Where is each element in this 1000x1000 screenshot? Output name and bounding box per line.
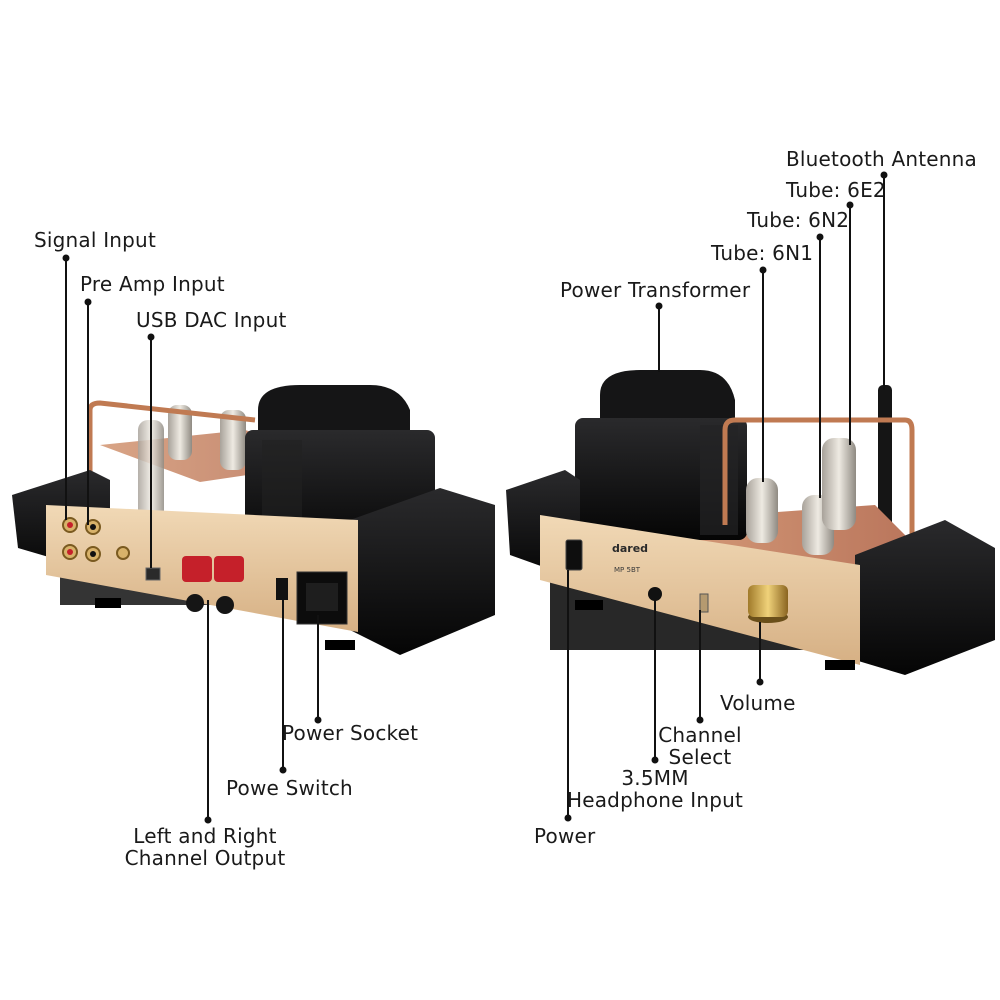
left-foot-2 xyxy=(325,640,355,650)
right-foot-2 xyxy=(825,660,855,670)
label-usb-dac-input: USB DAC Input xyxy=(136,308,287,332)
power-button-shape xyxy=(565,539,583,571)
label-volume: Volume xyxy=(720,691,796,715)
tube-6n1-shape xyxy=(746,478,778,543)
right-foot-1 xyxy=(575,600,603,610)
label-power-transformer: Power Transformer xyxy=(560,278,751,302)
left-amplifier-unit xyxy=(12,385,495,655)
label-signal-input: Signal Input xyxy=(34,228,156,252)
speaker-terminals xyxy=(182,556,244,614)
tube-6e2-shape xyxy=(822,438,856,530)
label-power-switch: Powe Switch xyxy=(226,776,353,800)
left-tube-3 xyxy=(220,410,246,470)
right-leader-lines xyxy=(564,171,888,822)
left-foot-1 xyxy=(95,598,121,608)
brand-logo: dared xyxy=(612,542,648,555)
rca-jacks xyxy=(62,517,130,562)
label-headphone-line1: 3.5MM xyxy=(621,766,689,790)
left-power-switch xyxy=(276,578,288,600)
left-side-bolster-right xyxy=(350,488,495,655)
label-tube-6n1: Tube: 6N1 xyxy=(711,241,814,265)
channel-toggle-shape xyxy=(699,593,709,613)
label-headphone-line2: Headphone Input xyxy=(566,788,744,812)
right-amplifier-unit: dared MP 5BT xyxy=(506,370,995,675)
label-channel-select-line1: Channel xyxy=(658,723,742,747)
right-side-bolster-right xyxy=(855,520,995,675)
label-channel-output-line2: Channel Output xyxy=(124,846,286,870)
label-pre-amp-input: Pre Amp Input xyxy=(80,272,225,296)
right-tubes xyxy=(746,438,856,555)
label-channel-output-line1: Left and Right xyxy=(133,824,277,848)
label-power-socket: Power Socket xyxy=(282,721,419,745)
left-leader-lines xyxy=(62,254,322,824)
label-channel-select-line2: Select xyxy=(668,745,732,769)
volume-knob-shape xyxy=(748,585,788,617)
label-power: Power xyxy=(534,824,596,848)
label-tube-6e2: Tube: 6E2 xyxy=(786,178,886,202)
usb-port xyxy=(145,567,161,581)
right-front-panel xyxy=(540,515,860,665)
headphone-jack-shape xyxy=(648,587,662,601)
label-tube-6n2: Tube: 6N2 xyxy=(747,208,850,232)
right-power-transformer xyxy=(575,370,747,540)
label-bluetooth-antenna: Bluetooth Antenna xyxy=(786,147,977,171)
model-label: MP 5BT xyxy=(614,566,641,574)
left-tube-guard xyxy=(87,400,256,500)
left-tube-2 xyxy=(168,405,192,460)
